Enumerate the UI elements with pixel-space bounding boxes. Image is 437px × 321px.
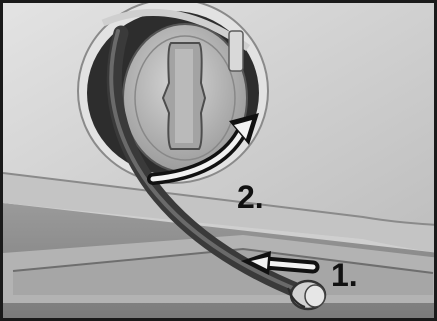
step-1-label: 1. <box>331 259 358 291</box>
washer-drain-illustration <box>3 3 437 321</box>
step-2-label: 2. <box>237 181 264 213</box>
